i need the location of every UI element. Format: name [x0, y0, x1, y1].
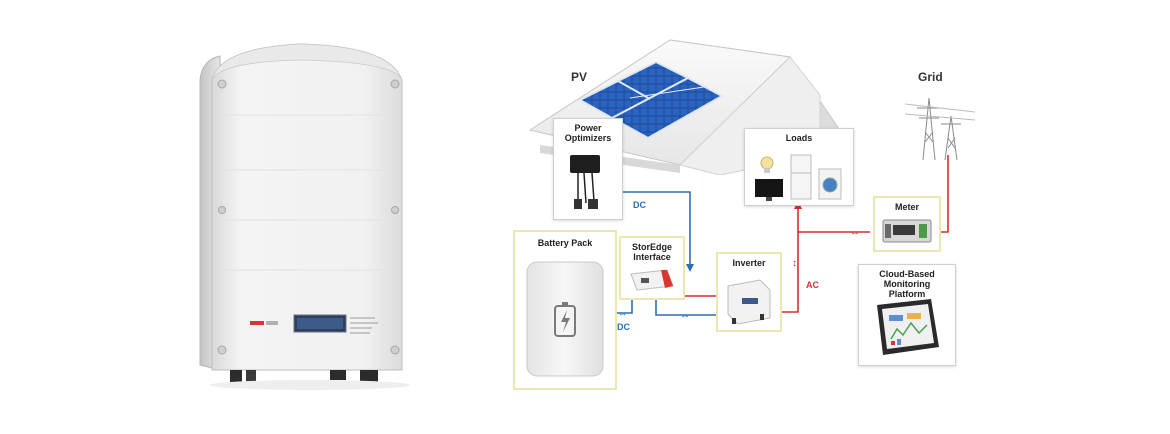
solar-panel-array — [577, 60, 725, 140]
inverter-device-icon — [727, 279, 771, 325]
loads-title: Loads — [785, 133, 813, 143]
monitoring-platform-box: Cloud-Based Monitoring Platform — [858, 264, 956, 366]
svg-text:↔: ↔ — [618, 308, 627, 318]
dc-line-storedge-to-inverter — [655, 296, 716, 316]
monitoring-platform-title: Cloud-Based Monitoring Platform — [879, 269, 935, 299]
ac-label: AC — [806, 280, 819, 290]
inverter-title: Inverter — [732, 258, 766, 268]
monitoring-tablet-icon — [877, 299, 939, 355]
battery-unit-icon — [526, 261, 604, 377]
storedge-interface-box: StorEdge Interface — [619, 236, 685, 300]
storedge-interface-title: StorEdge Interface — [631, 242, 672, 262]
dc-line-battery-to-storedge — [614, 296, 633, 314]
battery-pack-title: Battery Pack — [537, 238, 593, 248]
household-appliances-icon — [755, 154, 842, 201]
power-optimizers-box: Power Optimizers — [553, 118, 623, 220]
meter-title: Meter — [894, 202, 919, 212]
dc-label-top: DC — [633, 200, 646, 210]
inverter-unit-photo — [199, 43, 410, 390]
grid-tower — [905, 97, 975, 161]
ac-line-inverter — [780, 231, 870, 313]
loads-box: Loads — [744, 128, 854, 206]
ac-line-meter-to-grid — [938, 155, 949, 233]
power-optimizer-icon — [570, 155, 600, 209]
meter-box: Meter — [873, 196, 941, 252]
dc-label-bottom: DC — [617, 322, 630, 332]
pv-label: PV — [571, 70, 588, 84]
power-optimizers-title: Power Optimizers — [564, 123, 612, 143]
inverter-box: Inverter — [716, 252, 782, 332]
meter-device-icon — [882, 219, 932, 243]
svg-text:↕: ↕ — [792, 258, 797, 269]
grid-label: Grid — [918, 70, 943, 84]
svg-text:↔: ↔ — [680, 310, 690, 321]
svg-text:↔: ↔ — [850, 227, 860, 238]
battery-pack-box: Battery Pack — [513, 230, 617, 390]
storedge-device-icon — [630, 269, 674, 291]
